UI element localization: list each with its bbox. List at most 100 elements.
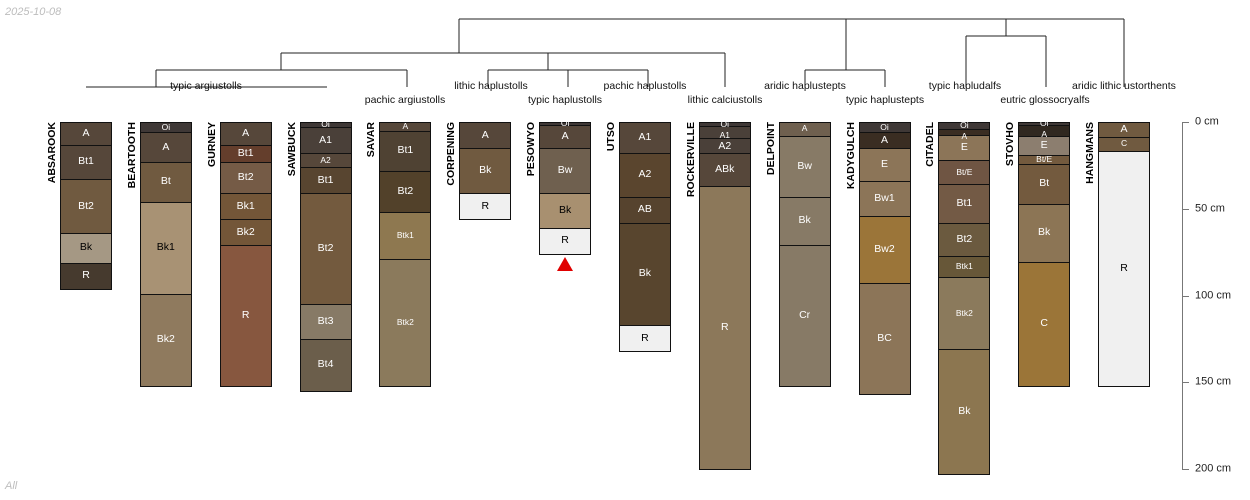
horizon-label: E [880,158,888,170]
horizon-label: Oi [161,121,171,132]
horizon-label: Bk1 [156,241,175,254]
horizon-label: A [561,130,569,143]
horizon-label: Bk [558,203,572,216]
horizon-label: Bk [638,267,652,280]
horizon [219,161,272,195]
horizon [379,170,432,214]
horizon [1098,150,1151,387]
depth-tick-label: 200 cm [1195,462,1232,475]
horizon [60,179,112,235]
horizon [379,259,432,387]
taxon-label: pachic haplustolls [603,80,687,92]
horizon-label: R [82,269,90,282]
profile-name: BEARTOOTH [125,122,138,189]
horizon [299,127,352,155]
depth-tick [1182,295,1189,297]
depth-tick-label: 100 cm [1195,288,1232,301]
horizon-label: Oi [1039,118,1049,129]
horizon [1018,261,1071,387]
horizon-label: C [1120,138,1128,149]
horizon-label: A1 [319,133,332,146]
horizon-label: A [880,133,888,146]
horizon [698,186,751,470]
horizon-label: Oi [321,119,330,130]
horizon-label: Bt2 [956,233,973,246]
horizon-label: Btk1 [396,230,414,241]
horizon-label: AB [637,203,652,216]
horizon-label: R [721,321,729,334]
horizon [778,245,831,387]
horizon-label: E [960,141,968,154]
dendrogram-branch [965,19,1125,87]
horizon [618,324,671,352]
taxon-label: lithic haplustolls [454,80,528,92]
profile-name: SAVAR [365,122,378,158]
horizon [618,122,671,155]
horizon [938,349,991,476]
horizon-label: Bt2 [397,184,414,197]
dendrogram-branch [804,19,886,87]
subset-label: All [5,480,18,492]
horizon-label: Bw [797,159,812,172]
dendrogram [86,18,1125,88]
horizon-label: R [1120,261,1128,274]
horizon-label: A1 [638,131,652,144]
taxon-label: aridic lithic ustorthents [1072,80,1176,92]
horizon-label: Bt/E [956,166,973,177]
horizon-label: R [561,234,569,247]
taxon-label: typic haplustolls [527,94,603,106]
horizon-label: A2 [718,139,732,152]
horizon-label: Bt4 [317,358,334,371]
profile-name: SAWBUCK [285,122,298,177]
horizon [938,277,991,351]
horizon-label: Bt [1039,177,1050,190]
horizon [539,227,592,255]
horizon-label: Bt1 [78,155,94,168]
profile-name: DELPOINT [764,122,777,176]
horizon [139,293,192,387]
profile-name: CORPENING [445,122,458,186]
horizon-label: Bt2 [317,242,334,255]
horizon [459,122,512,150]
horizon [219,245,272,387]
taxon-label: eutric glossocryalfs [1000,94,1090,106]
depth-tick [1182,469,1189,470]
horizon-label: A [402,120,409,131]
horizon [299,193,352,306]
horizon [139,132,192,163]
horizon-label: A [82,126,90,139]
depth-tick-label: 50 cm [1195,202,1225,215]
horizon [459,193,512,221]
horizon [299,304,352,340]
horizon-label: Btk2 [955,307,973,318]
taxon-label: typic haplustepts [845,94,925,106]
horizon [539,148,592,195]
horizon-label: A2 [320,154,331,165]
horizon-label: Bt1 [956,197,973,210]
taxon-label: typic argiustolls [170,80,242,92]
horizon [1018,203,1071,263]
horizon-label: Btk1 [955,261,973,272]
depth-tick [1182,122,1189,123]
horizon-label: A [801,123,808,134]
horizon-label: E [1040,139,1048,152]
horizon-label: R [641,331,649,344]
horizon-label: Oi [960,119,969,130]
horizon-label: Bk [958,405,971,418]
taxon-label: typic hapludalfs [928,80,1002,92]
taxon-label: lithic calciustolls [687,94,763,106]
horizon-label: Oi [720,118,730,129]
horizon-label: Btk2 [396,316,414,327]
depth-tick-label: 150 cm [1195,375,1232,388]
horizon-label: A [961,130,968,141]
taxon-label: aridic haplustepts [764,80,846,92]
horizon-label: A [162,140,170,153]
profile-name: ROCKERVILLE [684,122,697,198]
date-stamp: 2025-10-08 [5,6,62,18]
horizon-label: A2 [638,168,652,181]
profile-name: KADYGULCH [844,122,857,190]
horizon-label: Bw1 [874,191,895,204]
horizon [299,167,352,195]
horizon [459,148,512,195]
taxon-label: pachic argiustolls [364,94,446,106]
